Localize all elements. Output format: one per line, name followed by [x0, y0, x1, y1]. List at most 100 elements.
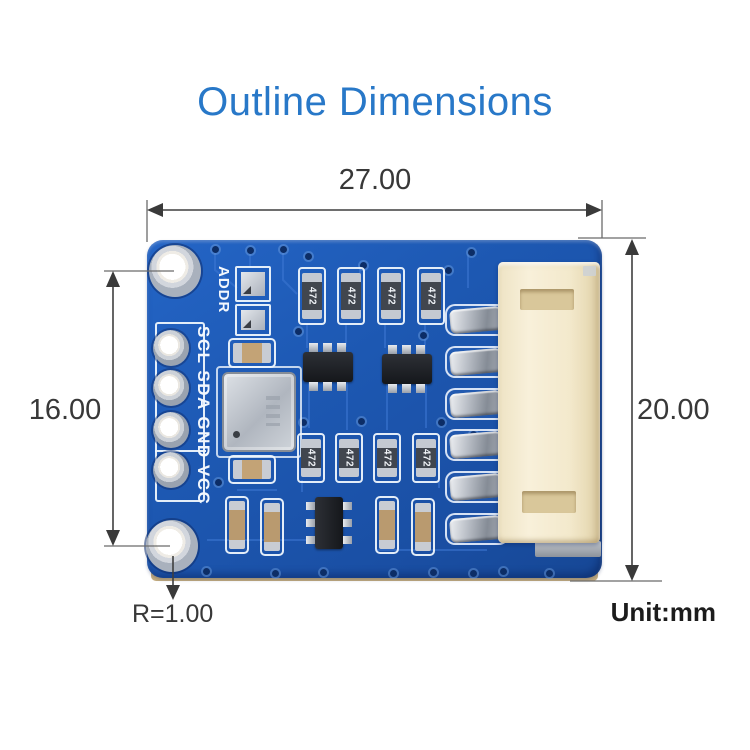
ic-pin: [388, 345, 397, 354]
ic-pin: [309, 382, 318, 391]
ic-pin: [402, 384, 411, 393]
ic-pin: [337, 343, 346, 352]
resistor: 472: [337, 267, 365, 325]
connector-metal-tab: [535, 541, 601, 557]
via: [305, 253, 312, 260]
addr-pad-metal: [241, 310, 265, 330]
pin-header-labels: SCL SDA GND VCC: [194, 326, 213, 506]
capacitor-body: [379, 501, 395, 549]
via: [300, 419, 307, 426]
ic-sot23: [382, 345, 432, 393]
ic-pin: [306, 536, 315, 544]
pin-hole-vcc: [153, 452, 189, 488]
via: [212, 246, 219, 253]
ic-pin: [402, 345, 411, 354]
resistor-body: [377, 439, 397, 477]
unit-label: Unit:mm: [610, 597, 716, 627]
resistor-body: [339, 439, 359, 477]
ic-pin: [323, 343, 332, 352]
dimension-hole-spacing: [104, 270, 174, 547]
capacitor-body: [264, 503, 280, 551]
pin-header-divider: [155, 450, 206, 452]
via: [546, 570, 553, 577]
ic-pin: [337, 382, 346, 391]
via: [445, 267, 452, 274]
dimension-height: [570, 237, 662, 582]
capacitor-body: [233, 460, 271, 479]
pin-hole-gnd: [153, 412, 189, 448]
via: [280, 246, 287, 253]
capacitor: [411, 498, 435, 556]
via: [320, 569, 327, 576]
capacitor-body: [415, 503, 431, 551]
connector-highlight: [583, 266, 596, 276]
resistor: 472: [335, 433, 363, 483]
capacitor: [225, 496, 249, 554]
ic-pin: [343, 519, 352, 527]
via: [468, 249, 475, 256]
resistor-body: [416, 439, 436, 477]
capacitor-body: [233, 343, 271, 363]
resistor: 472: [297, 433, 325, 483]
via: [438, 419, 445, 426]
resistor-body: [302, 273, 322, 319]
via: [203, 568, 210, 575]
page-title: Outline Dimensions: [197, 80, 553, 124]
ic-pin: [343, 536, 352, 544]
ic-pin: [309, 343, 318, 352]
resistor: 472: [373, 433, 401, 483]
addr-pad: [235, 304, 271, 336]
capacitor: [260, 498, 284, 556]
addr-pad: [235, 266, 271, 302]
pcb-board: SCL SDA GND VCC ADDR 472 472 472 472 472: [146, 240, 602, 578]
addr-pad-metal: [241, 272, 265, 296]
resistor-body: [341, 273, 361, 319]
via: [420, 332, 427, 339]
via: [390, 570, 397, 577]
sensor-marking: [266, 396, 280, 426]
resistor-body: [301, 439, 321, 477]
via: [470, 570, 477, 577]
resistor: 472: [412, 433, 440, 483]
dimension-width-label: 27.00: [338, 164, 412, 196]
ic-pin: [388, 384, 397, 393]
dimension-radius-label: R=1.00: [132, 600, 214, 628]
via: [500, 568, 507, 575]
via: [215, 479, 222, 486]
addr-label: ADDR: [215, 266, 232, 314]
dimension-width: [146, 200, 603, 242]
dimension-height-label: 20.00: [637, 394, 710, 426]
via: [360, 262, 367, 269]
connector-slot-top: [520, 289, 574, 310]
resistor: 472: [377, 267, 405, 325]
resistor-body: [421, 273, 441, 319]
resistor: 472: [298, 267, 326, 325]
resistor-body: [381, 273, 401, 319]
ic-pin: [416, 384, 425, 393]
via: [272, 570, 279, 577]
ic-pin: [306, 519, 315, 527]
capacitor: [375, 496, 399, 554]
via: [430, 569, 437, 576]
ic-pin: [416, 345, 425, 354]
via: [247, 247, 254, 254]
sensor-silkscreen-box: [216, 366, 302, 458]
resistor: 472: [417, 267, 445, 325]
ic-pin: [323, 382, 332, 391]
via: [358, 418, 365, 425]
pin-header-silkscreen-box: [155, 322, 205, 502]
jst-connector: [498, 262, 600, 543]
capacitor-body: [229, 501, 245, 549]
connector-slot-bottom: [522, 491, 576, 513]
dimension-corner-radius: [166, 556, 180, 600]
pin-hole-scl: [153, 330, 189, 366]
sensor-vent-hole: [233, 431, 240, 438]
ic-pin: [343, 502, 352, 510]
dimension-spacing-label: 16.00: [28, 394, 102, 426]
via: [295, 328, 302, 335]
ic-pin: [306, 502, 315, 510]
sensor-chip: [222, 372, 296, 452]
pin-hole-sda: [153, 370, 189, 406]
